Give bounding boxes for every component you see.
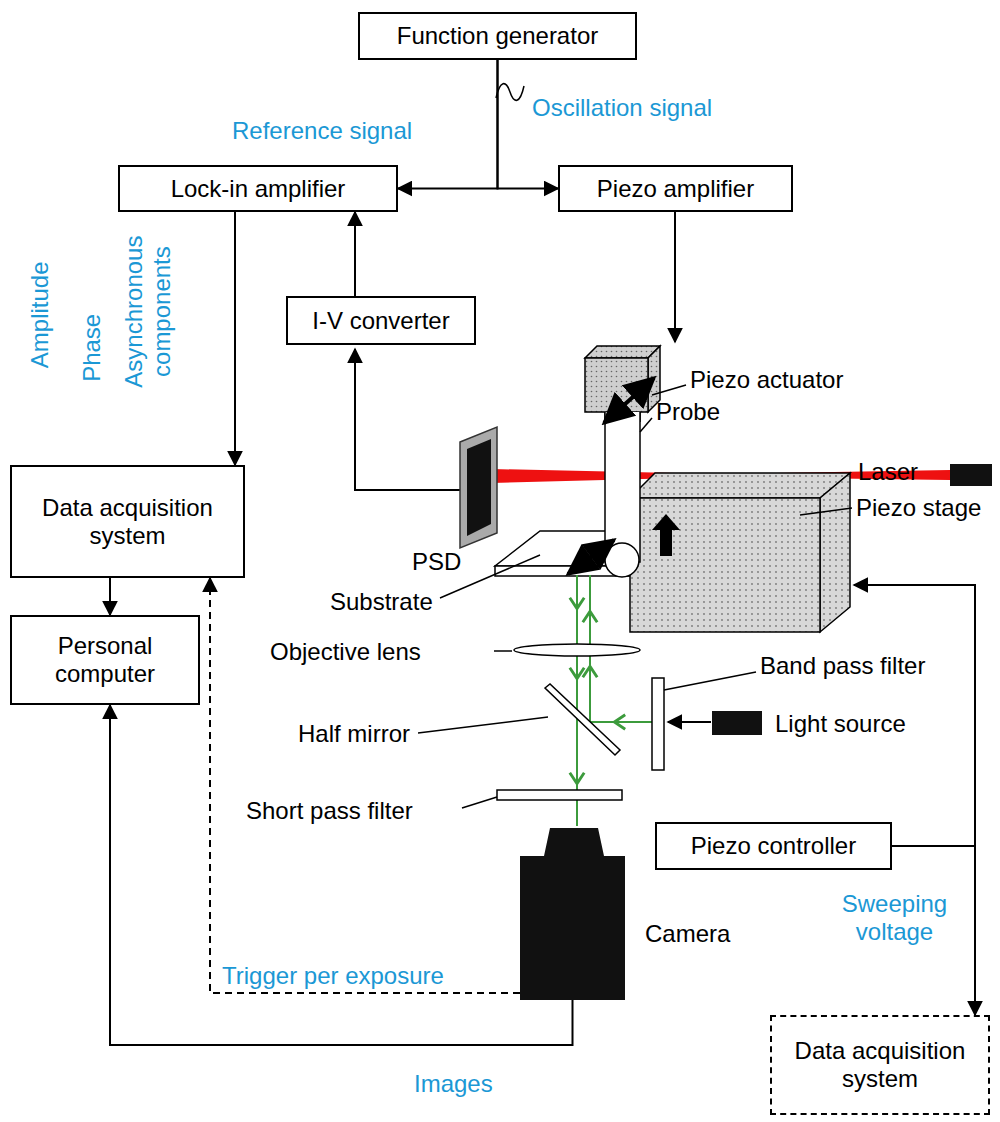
short-pass-filter-part — [497, 790, 622, 800]
part-label: Laser — [858, 458, 918, 486]
leader-lines-part — [418, 717, 548, 733]
optical-path-part — [589, 615, 591, 625]
part-label: Short pass filter — [246, 797, 413, 825]
half-mirror — [545, 684, 620, 755]
signal-label: Reference signal — [230, 117, 414, 145]
objective-lens-part — [514, 644, 640, 656]
box-label: Function generator — [397, 22, 598, 50]
optical-path-part — [576, 770, 578, 780]
motion-arrows — [568, 378, 654, 574]
box-label: Lock-in amplifier — [171, 175, 346, 203]
optical-path-part — [590, 721, 652, 723]
leader-lines — [418, 385, 852, 808]
part-label: Light source — [775, 710, 906, 738]
camera-body — [520, 828, 625, 1000]
motion-arrows-part — [568, 540, 614, 574]
piezo-stage-part — [820, 473, 850, 632]
signal-label: Phase — [78, 303, 106, 393]
band-pass-filter-part — [652, 678, 664, 770]
box-label: Data acquisition system — [33, 494, 223, 549]
psd-wire-part — [355, 349, 462, 490]
piezo-stage-part — [630, 473, 850, 498]
part-label: Piezo actuator — [690, 366, 843, 394]
piezo-actuator-part — [585, 358, 648, 412]
psd-detector-part — [460, 427, 497, 548]
laser-part — [950, 464, 992, 486]
piezo-amplifier-box: Piezo amplifier — [558, 165, 793, 212]
psd-detector-part — [467, 439, 491, 536]
signal-connector — [498, 60, 559, 189]
trigger-connector — [210, 578, 520, 993]
probe-part — [605, 543, 639, 577]
probe-part — [605, 400, 640, 562]
light-source-part — [668, 721, 711, 723]
part-label: Probe — [656, 398, 720, 426]
part-label: Substrate — [330, 588, 433, 616]
leader-lines-part — [640, 418, 652, 432]
leader-lines-part — [800, 508, 852, 515]
optical-path-part — [576, 595, 578, 605]
leader-lines-part — [664, 672, 756, 690]
part-label: Piezo stage — [856, 494, 981, 522]
leader-lines-part — [652, 385, 686, 395]
camera-label: Camera — [645, 920, 730, 948]
leader-lines-part — [462, 797, 497, 808]
light-source — [668, 711, 762, 735]
part-label: Half mirror — [298, 720, 410, 748]
sine-symbol-part — [496, 84, 524, 101]
box-label: Data acquisition system — [785, 1037, 975, 1092]
half-mirror-part — [545, 684, 620, 755]
actuator-wire-part — [674, 212, 676, 342]
optical-path-part — [576, 665, 578, 675]
piezo-stage — [630, 473, 850, 632]
daq-box: Data acquisition system — [10, 465, 245, 578]
leader-lines-part — [494, 650, 512, 652]
box-label: Personal computer — [30, 632, 180, 687]
lock-in-box: Lock-in amplifier — [118, 165, 398, 212]
piezo-actuator-part — [639, 412, 641, 422]
psd-detector — [460, 427, 497, 548]
short-pass-filter — [497, 790, 622, 800]
converter-box: I-V converter — [286, 296, 476, 345]
signal-label: Amplitude — [26, 245, 54, 385]
piezo-actuator — [585, 346, 660, 422]
signal-label: Images — [412, 1070, 495, 1098]
box-label: I-V converter — [312, 307, 449, 335]
camera-symbol — [520, 828, 625, 1000]
optical-path-part — [589, 670, 591, 680]
objective-lens — [514, 644, 640, 656]
signal-label: Sweeping voltage — [830, 890, 959, 945]
box-label: Piezo amplifier — [597, 175, 754, 203]
box-label: Piezo controller — [691, 832, 856, 860]
signal-connector — [109, 578, 111, 615]
signal-connector — [354, 212, 356, 296]
signal-connector — [234, 212, 236, 465]
motion-arrows-part — [604, 378, 654, 423]
daq-box-dashed: Data acquisition system — [770, 1015, 990, 1115]
signal-label: Oscillation signal — [530, 94, 714, 122]
optical-path — [577, 575, 652, 826]
optical-path-part — [618, 721, 628, 723]
function-generator-box: Function generator — [358, 12, 637, 60]
psd-wire — [355, 349, 462, 490]
computer-box: Personal computer — [10, 615, 200, 705]
part-label: Band pass filter — [760, 652, 925, 680]
sine-symbol — [496, 84, 524, 101]
probe — [605, 400, 640, 577]
piezo-stage-part — [630, 498, 820, 632]
signal-label: Trigger per exposure — [220, 962, 446, 990]
part-label: Objective lens — [270, 638, 421, 666]
optical-path-part — [576, 575, 578, 826]
piezo-stage-part — [652, 514, 680, 556]
piezo-controller-box: Piezo controller — [655, 822, 892, 870]
laser — [950, 464, 992, 486]
actuator-wire — [675, 212, 676, 342]
camera-node: Camera — [520, 828, 625, 1000]
signal-label: Asynchronous components — [119, 225, 174, 400]
part-label: PSD — [412, 548, 461, 576]
light-source-part — [712, 711, 762, 735]
band-pass-filter — [652, 678, 664, 770]
